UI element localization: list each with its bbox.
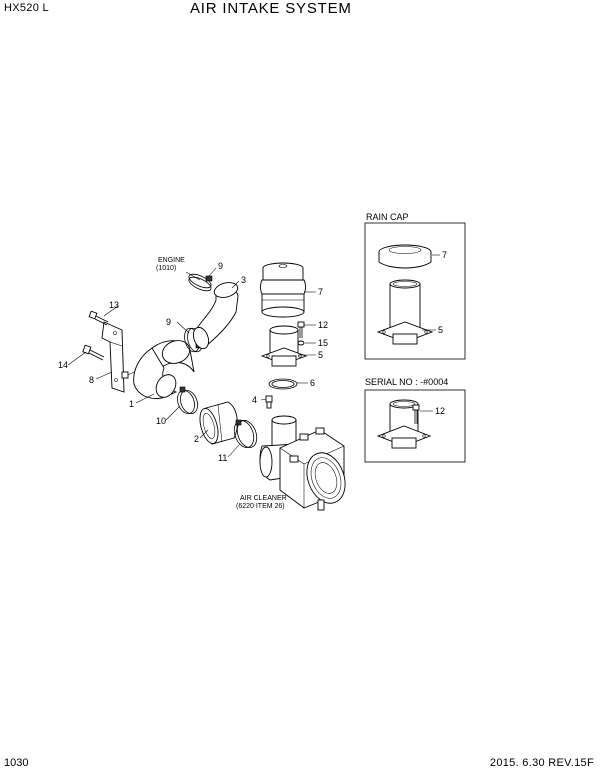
inset-rain-cap-label-7: 7 xyxy=(442,250,447,260)
inset-serial: SERIAL NO : -#0004 12 xyxy=(364,377,466,463)
page-title: AIR INTAKE SYSTEM xyxy=(190,0,352,17)
label-4: 4 xyxy=(252,395,257,405)
label-3: 3 xyxy=(241,275,246,285)
hose-part-2 xyxy=(199,401,238,445)
label-14: 14 xyxy=(58,360,68,370)
clamp-part-10 xyxy=(177,386,198,415)
label-1: 1 xyxy=(129,399,134,409)
label-15: 15 xyxy=(318,338,328,348)
label-12: 12 xyxy=(318,320,328,330)
label-5: 5 xyxy=(318,350,323,360)
label-6: 6 xyxy=(310,378,315,388)
inset-serial-label-12: 12 xyxy=(435,406,445,416)
inset-rain-cap-label-5: 5 xyxy=(438,325,443,335)
leader-lines xyxy=(67,267,316,458)
clamp-part-9-upper xyxy=(188,273,213,292)
inset-serial-title: SERIAL NO : -#0004 xyxy=(365,377,448,387)
engine-callout: ENGINE xyxy=(158,257,185,264)
indicator-part-4 xyxy=(265,395,273,409)
air-cleaner-ref-callout: (6220 ITEM 26) xyxy=(236,503,285,510)
label-9-upper: 9 xyxy=(218,261,223,271)
model-label: HX520 L xyxy=(4,2,49,14)
inset-rain-cap: RAIN CAP 7 5 xyxy=(364,212,466,360)
label-2: 2 xyxy=(194,434,199,444)
label-8: 8 xyxy=(89,375,94,385)
engine-ref-callout: (1010) xyxy=(156,265,176,272)
washer-part-15 xyxy=(297,340,305,346)
bolt-part-13 xyxy=(88,310,109,326)
bolt-part-12 xyxy=(297,321,305,338)
elbow-part-1 xyxy=(121,340,195,399)
label-9-lower: 9 xyxy=(166,317,171,327)
label-13: 13 xyxy=(109,300,119,310)
label-11: 11 xyxy=(218,453,227,463)
page-number: 1030 xyxy=(4,757,29,769)
air-cleaner-callout: AIR CLEANER xyxy=(240,495,287,502)
label-7: 7 xyxy=(318,287,323,297)
clamp-part-11 xyxy=(233,419,258,448)
bracket-part-8 xyxy=(101,321,125,393)
precleaner-part-7 xyxy=(260,262,306,318)
pipe-part-5 xyxy=(260,325,308,367)
air-cleaner-assembly xyxy=(259,415,346,511)
tube-part-3 xyxy=(192,282,239,350)
inset-rain-cap-title: RAIN CAP xyxy=(366,212,409,222)
gasket-part-6 xyxy=(268,378,298,390)
revision-date: 2015. 6.30 REV.15F xyxy=(489,757,594,769)
bolt-part-14 xyxy=(82,344,105,361)
label-10: 10 xyxy=(156,416,166,426)
